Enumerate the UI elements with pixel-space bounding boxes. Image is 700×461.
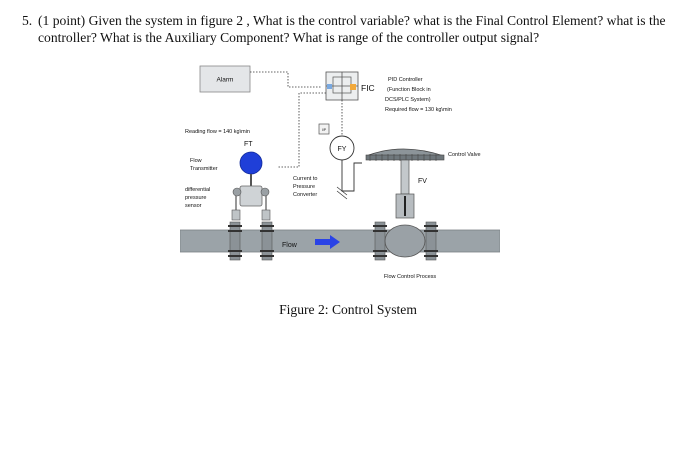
flow-transmitter: [239, 151, 263, 186]
alarm-label: Alarm: [217, 77, 234, 84]
ip-box: I/P: [318, 123, 330, 135]
process-pipe: [180, 221, 500, 261]
current-to-3: Converter: [293, 192, 317, 198]
figure-caption: Figure 2: Control System: [0, 302, 700, 318]
required-flow: Required flow = 130 kg\min: [385, 107, 452, 113]
ip-label: I/P: [322, 128, 327, 132]
dp-label-3: sensor: [185, 203, 202, 209]
fy-converter: FY: [329, 135, 355, 161]
fic-controller-symbol: [325, 71, 359, 101]
dp-label-1: differential: [185, 187, 210, 193]
alarm-box: Alarm: [199, 65, 251, 93]
current-to-2: Pressure: [293, 184, 315, 190]
fy-label: FY: [338, 146, 347, 153]
ft-signal-line: [278, 92, 326, 168]
flow-label: Flow: [282, 242, 298, 249]
question-number: 5.: [22, 13, 33, 28]
fv-label: FV: [418, 178, 427, 185]
question-block: 5. (1 point) Given the system in figure …: [22, 12, 690, 46]
pid-title: PID Controller: [388, 77, 423, 83]
question-text: (1 point) Given the system in figure 2 ,…: [38, 13, 666, 45]
ft-label: FT: [244, 141, 253, 148]
dp-sensor: [231, 185, 271, 221]
flow-transmitter-label-1: Flow: [190, 158, 202, 164]
control-valve: [365, 148, 445, 219]
process-label: Flow Control Process: [384, 274, 437, 280]
fic-label: FIC: [361, 83, 375, 93]
pneumatic-line: [341, 160, 362, 192]
dp-label-2: pressure: [185, 195, 206, 201]
figure-caption-text: Figure 2: Control System: [279, 302, 417, 317]
current-to-1: Current to: [293, 176, 317, 182]
flow-arrow-icon: [315, 235, 340, 249]
flow-transmitter-label-2: Transmitter: [190, 166, 218, 172]
alarm-signal-line: [250, 71, 322, 88]
pid-line2: (Function Block in: [387, 87, 431, 93]
control-valve-label: Control Valve: [448, 152, 481, 158]
reading-flow: Reading flow = 140 kg\min: [185, 129, 250, 135]
control-system-diagram: Alarm FIC PID Controller (Function Block…: [180, 65, 500, 280]
pid-line3: DCS/PLC System): [385, 97, 431, 103]
